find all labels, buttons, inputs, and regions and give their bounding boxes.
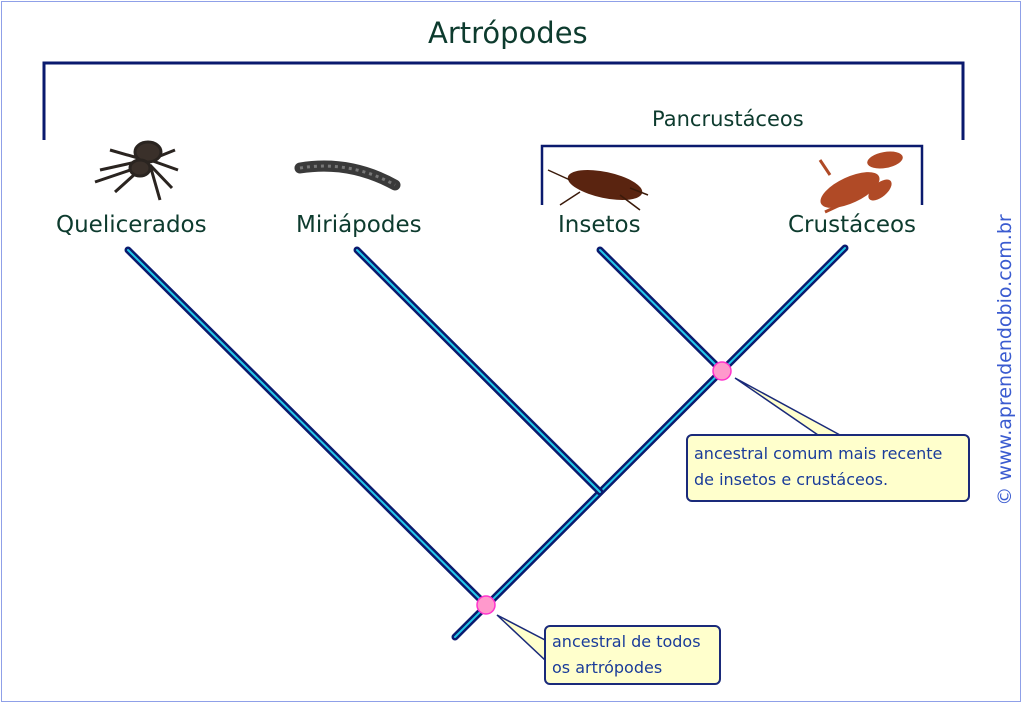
branch-main xyxy=(454,247,846,638)
lobster-image xyxy=(818,151,903,214)
title-artropodes: Artrópodes xyxy=(428,16,588,50)
taxon-label-miriapodes: Miriápodes xyxy=(296,212,422,238)
branch-insetos xyxy=(599,249,723,372)
millipede-image xyxy=(294,160,401,191)
watermark: © www.aprendendobio.com.br xyxy=(994,214,1016,506)
branch-quelicerados xyxy=(127,249,487,606)
cockroach-image xyxy=(547,169,649,211)
arthropod-bracket xyxy=(42,61,965,140)
spider-image xyxy=(94,140,179,201)
branches xyxy=(124,244,849,641)
callout-root-ancestor: ancestral de todos os artrópodes xyxy=(544,625,721,685)
pancrustacea-bracket xyxy=(540,144,924,205)
taxon-label-insetos: Insetos xyxy=(558,212,641,238)
taxon-label-quelicerados: Quelicerados xyxy=(56,212,207,238)
label-pancrustaceos: Pancrustáceos xyxy=(652,107,804,131)
callout-tail-root xyxy=(496,614,546,662)
pancrustacea-node[interactable] xyxy=(712,361,732,381)
taxon-label-crustaceos: Crustáceos xyxy=(788,212,917,238)
root-node[interactable] xyxy=(476,595,496,615)
branch-miriapodes xyxy=(356,249,601,493)
callout-pancrustacea-ancestor: ancestral comum mais recente de insetos … xyxy=(686,434,970,502)
callout-tail-pancrustacea xyxy=(734,377,841,436)
